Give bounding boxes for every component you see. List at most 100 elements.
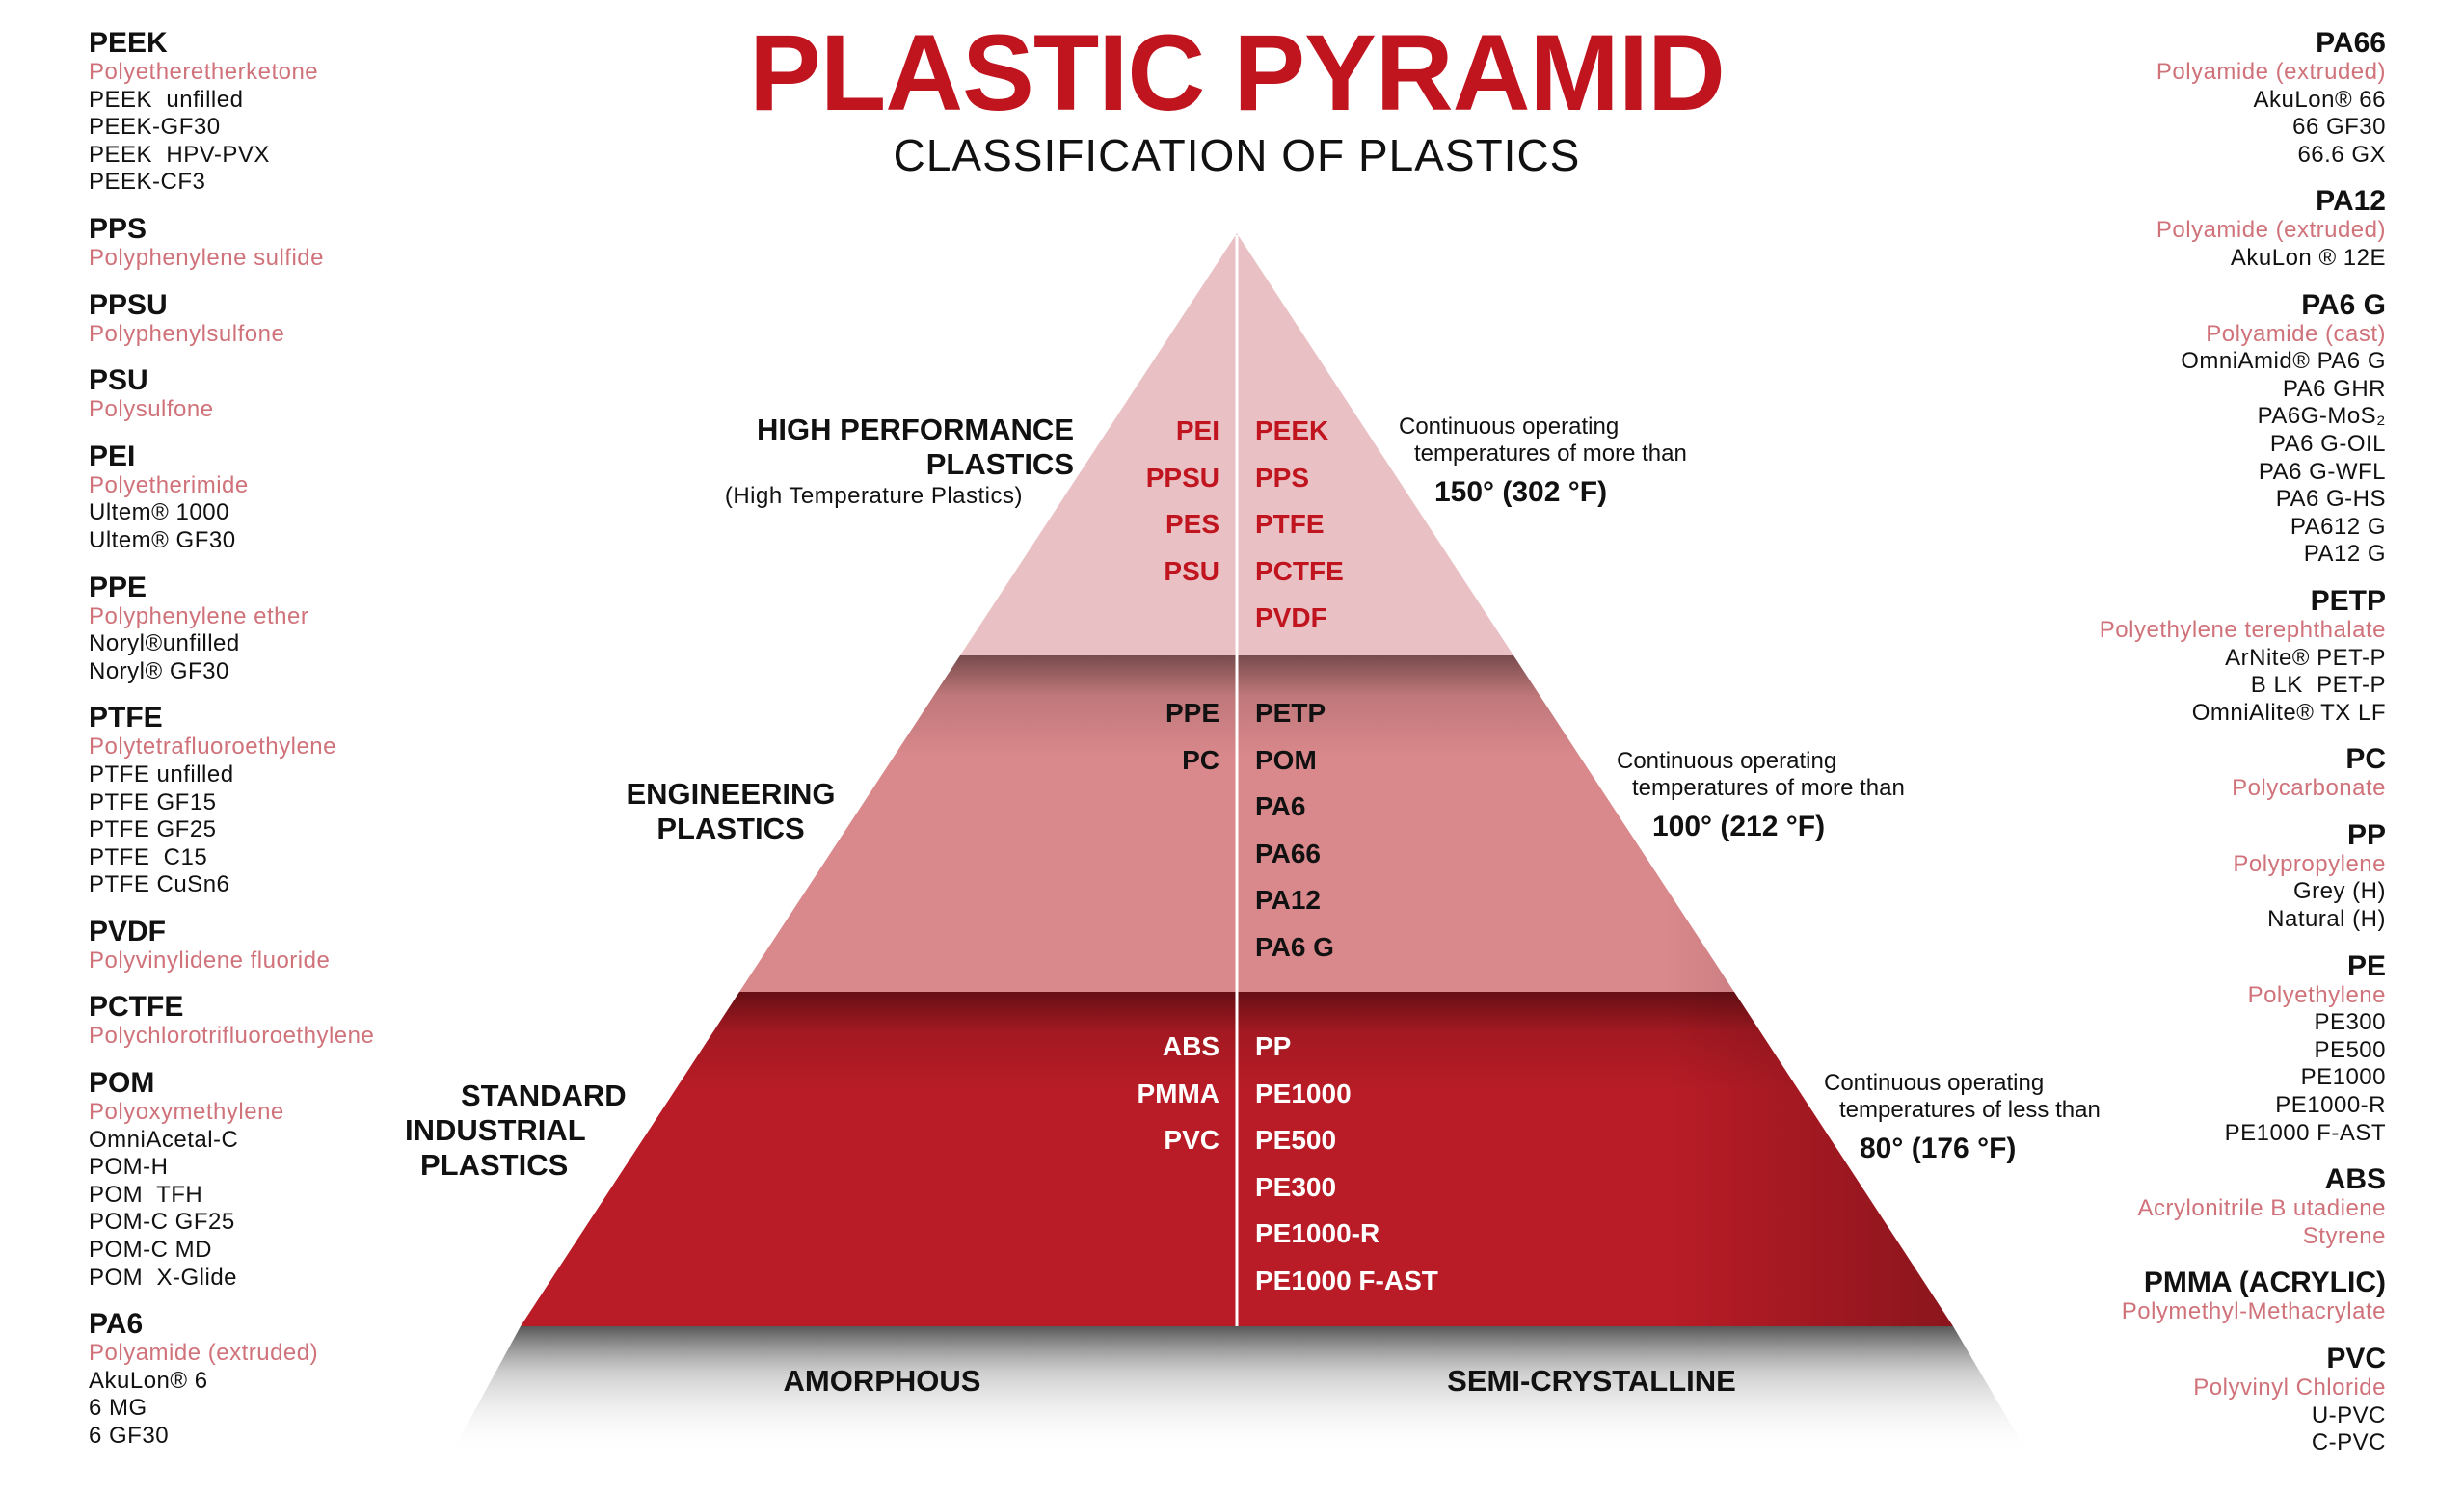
base-label-semi-crystalline: SEMI-CRYSTALLINE [1447, 1364, 1736, 1398]
semicrystalline-material: PE1000 [1255, 1078, 1352, 1108]
semicrystalline-material: PA6 G [1255, 931, 1334, 962]
temperature-value: 80° (176 °F) [1860, 1133, 2017, 1164]
material-abbreviation: PPE [89, 571, 147, 603]
material-full-name: Polyphenylsulfone [89, 320, 285, 347]
label-line: ENGINEERING [626, 777, 836, 811]
material-variant: PEEK unfilled [89, 86, 244, 113]
material-variant: PTFE C15 [89, 843, 208, 870]
material-full-name: Polypropylene [2233, 850, 2386, 877]
material-variant: PA612 G [2290, 513, 2386, 540]
material-abbreviation: PA6 G [2301, 288, 2386, 321]
tier-sublabel-high-temperature: (High Temperature Plastics) [724, 483, 1023, 509]
amorphous-material: ABS [1162, 1031, 1219, 1061]
material-full-name: Polyamide (extruded) [89, 1340, 319, 1367]
semicrystalline-material: PVDF [1255, 602, 1327, 633]
temperature-value: 100° (212 °F) [1652, 811, 1826, 842]
semicrystalline-material: PE1000-R [1255, 1218, 1380, 1249]
material-abbreviation: PP [2346, 818, 2386, 851]
material-variant: Ultem® 1000 [89, 499, 229, 526]
material-abbreviation: PCTFE [89, 991, 184, 1024]
semicrystalline-material: PE1000 F-AST [1255, 1265, 1438, 1295]
material-variant: PTFE GF25 [89, 816, 217, 843]
material-variant: OmniAlite® TX LF [2191, 699, 2386, 726]
material-variant: ArNite® PET-P [2225, 644, 2386, 671]
material-variant: PA6G-MoS₂ [2257, 403, 2386, 430]
material-variant: B LK PET-P [2250, 672, 2386, 699]
material-full-name: Polyetheretherketone [89, 59, 319, 85]
semicrystalline-material: POM [1255, 744, 1317, 775]
page-title: PLASTIC PYRAMID [749, 13, 1726, 133]
semicrystalline-material: PE300 [1255, 1171, 1337, 1202]
note-line: Continuous operating [1399, 414, 1620, 440]
material-abbreviation: PPS [89, 212, 147, 245]
material-variant: PTFE CuSn6 [89, 871, 230, 898]
material-variant: 6 GF30 [89, 1423, 170, 1449]
material-variant: 6 MG [89, 1395, 147, 1422]
material-variant: PA6 G-WFL [2258, 458, 2386, 485]
semicrystalline-material: PP [1255, 1031, 1292, 1061]
semicrystalline-material: PA6 [1255, 791, 1306, 822]
material-variant: PEEK HPV-PVX [89, 141, 270, 168]
material-variant: POM-H [89, 1154, 169, 1181]
material-abbreviation: PE [2346, 949, 2386, 982]
material-abbreviation: PSU [89, 364, 148, 397]
material-full-name: Polyethylene [2247, 981, 2386, 1008]
temperature-note-standard: Continuous operating temperatures of les… [1824, 1070, 2101, 1168]
material-variant: C-PVC [2311, 1429, 2386, 1456]
material-variant: OmniAcetal-C [89, 1126, 239, 1153]
material-full-name: Acrylonitrile B utadiene Styrene [2137, 1195, 2386, 1249]
tier-label-engineering: ENGINEERING PLASTICS [586, 777, 875, 846]
material-abbreviation: PEI [89, 440, 136, 472]
label-line: HIGH PERFORMANCE [757, 413, 1074, 446]
note-line: temperatures of more than [1414, 440, 1687, 467]
material-variant: PA12 G [2303, 541, 2386, 568]
amorphous-material: PMMA [1137, 1078, 1219, 1108]
page-subtitle: CLASSIFICATION OF PLASTICS [893, 130, 1581, 180]
material-full-name: Polyethylene terephthalate [2099, 616, 2386, 643]
tier-label-high-performance: HIGH PERFORMANCE PLASTICS [757, 413, 1074, 482]
material-abbreviation: PA66 [2316, 27, 2386, 59]
material-variant: PE1000 [2300, 1064, 2386, 1091]
material-abbreviation: PA12 [2316, 185, 2386, 218]
material-variant: OmniAmid® PA6 G [2181, 348, 2386, 375]
note-line: Continuous operating [1617, 748, 1837, 774]
material-full-name: Polyamide (extruded) [2156, 59, 2386, 85]
material-variant: PEEK-GF30 [89, 114, 221, 141]
material-full-name: Polyamide (extruded) [2156, 217, 2386, 244]
material-variant: Noryl®unfilled [89, 630, 240, 657]
material-full-name: Polycarbonate [2232, 775, 2386, 802]
material-full-name: Polyvinylidene fluoride [89, 947, 331, 974]
material-variant: PE300 [2314, 1009, 2386, 1036]
amorphous-material: PPSU [1145, 462, 1219, 493]
semicrystalline-material: PE500 [1255, 1125, 1337, 1156]
amorphous-material: PPE [1165, 698, 1219, 728]
material-full-name: Polyamide (cast) [2206, 320, 2386, 347]
semicrystalline-material: PA12 [1255, 885, 1321, 916]
material-variant: POM TFH [89, 1181, 203, 1208]
material-full-name: Polyphenylene ether [89, 602, 309, 629]
amorphous-material: PEI [1175, 415, 1219, 445]
material-variant: PE500 [2314, 1036, 2386, 1063]
material-variant: PA6 G-OIL [2269, 430, 2386, 457]
material-abbreviation: PVC [2326, 1343, 2386, 1374]
label-line: STANDARD [461, 1079, 627, 1112]
semicrystalline-material: PCTFE [1255, 555, 1344, 586]
material-variant: PE1000 F-AST [2224, 1119, 2386, 1146]
material-full-name: Polyetherimide [89, 471, 249, 498]
semicrystalline-material: PETP [1255, 698, 1326, 728]
material-variant: Noryl® GF30 [89, 657, 229, 684]
